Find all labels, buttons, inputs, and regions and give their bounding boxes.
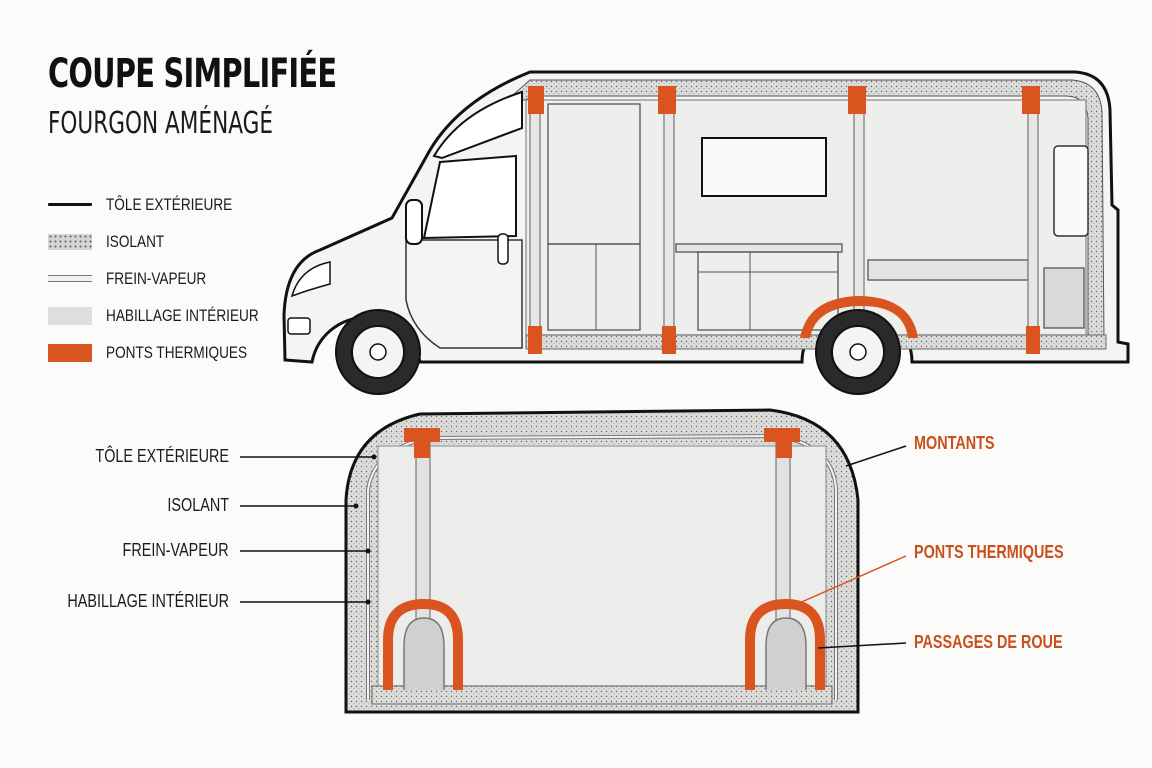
cab-windshield (432, 90, 523, 160)
callout-habillage: HABILLAGE INTÉRIEUR (67, 591, 229, 611)
legend-label: TÔLE EXTÉRIEURE (106, 194, 233, 214)
leader-passages (817, 642, 907, 649)
rear-window (1053, 145, 1089, 237)
section-wheel-arch-right (745, 598, 825, 690)
front-wheel (335, 309, 421, 395)
section-thermal-bridges-top (404, 428, 800, 458)
swatch-isolant (48, 233, 92, 250)
van-side-view (282, 70, 1130, 395)
rear-storage (1043, 267, 1085, 329)
leader-lines-left (240, 456, 374, 603)
legend-label: PONTS THERMIQUES (106, 342, 248, 362)
legend-label: HABILLAGE INTÉRIEUR (106, 305, 259, 325)
van-thermal-bridges (528, 86, 1040, 354)
section-floor (371, 685, 833, 705)
counter (675, 243, 843, 253)
cab-door (405, 239, 523, 349)
cargo-window (701, 137, 827, 197)
legend-label: FREIN-VAPEUR (106, 268, 207, 288)
leader-ponts (787, 555, 907, 609)
van-cargo-interior (525, 99, 1087, 336)
legend-item-tole: TÔLE EXTÉRIEURE (48, 186, 297, 223)
diagram-subtitle: FOURGON AMÉNAGÉ (48, 106, 274, 141)
swatch-ponts-thermiques (48, 343, 92, 362)
rear-wheel (815, 309, 901, 395)
bed (867, 259, 1029, 281)
section-wheel-arch-left (383, 598, 463, 690)
kitchen-unit (547, 243, 641, 331)
headlight (290, 261, 331, 298)
callout-isolant: ISOLANT (167, 495, 229, 515)
leader-montants (845, 445, 907, 467)
cab-side-window (422, 154, 517, 240)
callout-montants: MONTANTS (914, 433, 995, 453)
legend-item-frein-vapeur: FREIN-VAPEUR (48, 260, 297, 297)
diagram-title: COUPE SIMPLIFIÉE (48, 51, 337, 97)
legend-item-habillage: HABILLAGE INTÉRIEUR (48, 297, 297, 334)
lower-cabinets (697, 251, 839, 331)
side-mirror (405, 199, 423, 245)
cross-section (240, 408, 907, 714)
legend-item-isolant: ISOLANT (48, 223, 297, 260)
legend-item-ponts: PONTS THERMIQUES (48, 334, 297, 371)
callout-frein-vapeur: FREIN-VAPEUR (122, 540, 229, 560)
swatch-tole (48, 196, 92, 214)
legend-label: ISOLANT (106, 231, 165, 251)
grille (287, 317, 311, 335)
callout-tole: TÔLE EXTÉRIEURE (95, 446, 229, 466)
legend: TÔLE EXTÉRIEURE ISOLANT FREIN-VAPEUR HAB… (48, 186, 297, 371)
section-interior (377, 445, 827, 687)
callout-ponts-thermiques: PONTS THERMIQUES (914, 542, 1064, 562)
door-handle (497, 233, 509, 265)
swatch-frein-vapeur (48, 270, 92, 288)
swatch-habillage (48, 306, 92, 325)
callout-passages-de-roue: PASSAGES DE ROUE (914, 632, 1063, 652)
title-block: COUPE SIMPLIFIÉE FOURGON AMÉNAGÉ (48, 50, 448, 144)
